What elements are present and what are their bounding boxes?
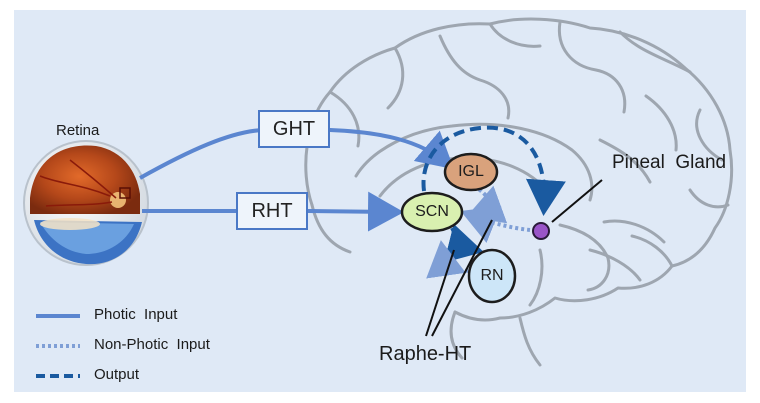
igl-label: IGL [458, 163, 484, 180]
raphe-pointer-line-2 [431, 219, 493, 337]
igl-to-scn-line [466, 184, 508, 224]
raphe-ht-label: Raphe-HT [379, 343, 472, 365]
rn-label: RN [480, 267, 504, 284]
pineal-pointer-line [551, 179, 603, 223]
igl-node-shape [443, 152, 499, 192]
rht-tract-line [142, 211, 396, 212]
output-arc [421, 125, 566, 216]
ght-box: GHT [258, 110, 330, 148]
rht-box: RHT [236, 192, 308, 230]
brain-outline [304, 17, 734, 367]
output-to-rn-line [443, 223, 484, 263]
legend-non-photic-label: Non-Photic Input [94, 336, 210, 353]
legend-output-label: Output [94, 366, 140, 383]
pineal-gland-dot [532, 222, 550, 240]
retina-eye [23, 140, 149, 266]
raphe-pointer-line-1 [425, 249, 455, 337]
legend-photic-label: Photic Input [94, 306, 178, 323]
scn-label: SCN [415, 203, 449, 220]
pineal-to-scn-line [460, 205, 531, 243]
pineal-gland-label: Pineal Gland [612, 152, 727, 173]
retina-label: Retina [56, 122, 100, 139]
rn-node-shape [467, 248, 517, 304]
scn-node-shape [400, 191, 464, 233]
